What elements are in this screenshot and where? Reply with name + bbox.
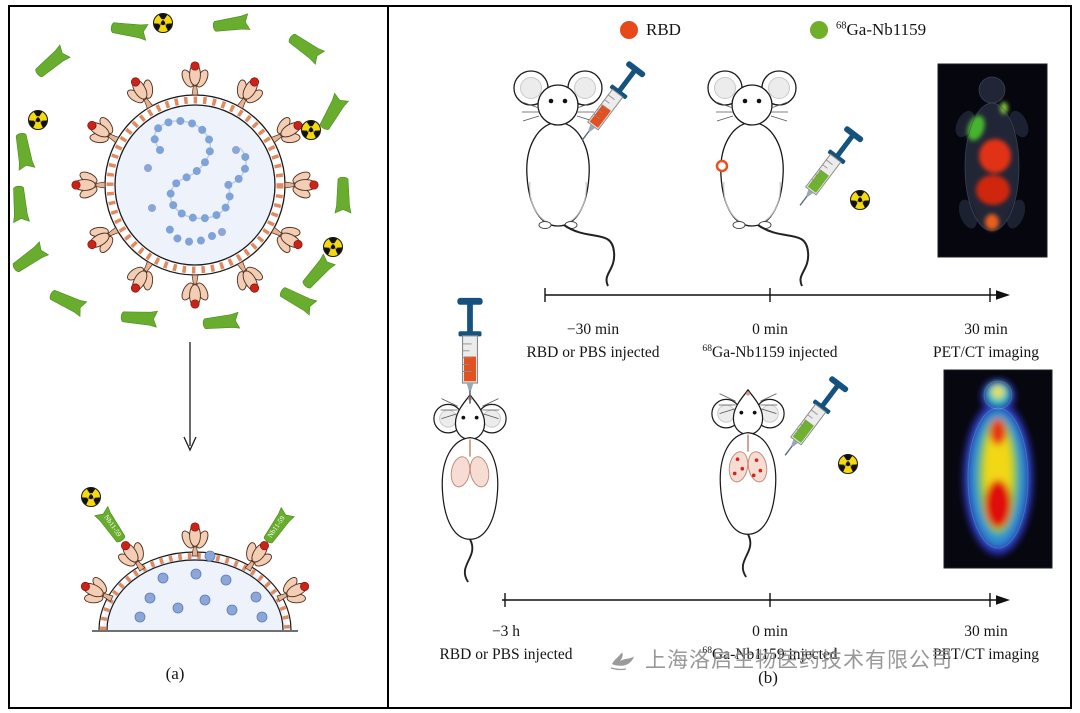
legend-rbd: RBD: [620, 20, 681, 40]
down-arrow: [183, 342, 197, 452]
legend-tracer-label: 68Ga-Nb1159: [836, 20, 927, 39]
timeline-time: −30 min: [566, 321, 620, 338]
timeline-event: RBD or PBS injected: [526, 344, 660, 362]
panel-a-label: (a): [165, 664, 185, 683]
rbd-dot-icon: [620, 21, 638, 39]
mouse-4: [710, 388, 786, 578]
tracer-dot-icon: [810, 21, 828, 39]
panel-divider: [387, 5, 389, 709]
timeline-top-point-1: 0 min 68Ga-Nb1159 injected: [665, 318, 875, 365]
legend-tracer: 68Ga-Nb1159: [810, 20, 926, 40]
timeline-bottom-point-1: 0 min 68Ga-Nb1159 injected: [665, 620, 875, 667]
timeline-time: 30 min: [964, 623, 1008, 640]
timeline-time: 30 min: [964, 321, 1008, 338]
timeline-event: PET/CT imaging: [932, 344, 1040, 362]
figure-border: [8, 5, 1072, 709]
viral-rna: [144, 116, 250, 246]
timeline-event: 68Ga-Nb1159 injected: [702, 343, 838, 362]
virus-particle: [71, 61, 319, 309]
timeline-event: 68Ga-Nb1159 injected: [702, 645, 838, 664]
timeline-bottom-point-2: 30 min PET/CT imaging: [881, 620, 1080, 667]
pet-ct-image-top: [937, 63, 1048, 258]
rna-dots: [134, 550, 268, 623]
timeline-event: PET/CT imaging: [932, 646, 1040, 664]
watermark: 上海洛启生物医药技术有限公司: [608, 644, 953, 674]
membrane-studs: [106, 96, 284, 274]
timeline-bottom-point-0: −3 h RBD or PBS injected: [401, 620, 611, 667]
timeline-event: RBD or PBS injected: [439, 646, 573, 664]
timeline-top-point-0: −30 min RBD or PBS injected: [488, 318, 698, 365]
rbd-injection-site: [715, 159, 729, 173]
arrowhead: [996, 290, 1010, 300]
timeline-top-point-2: 30 min PET/CT imaging: [881, 318, 1080, 365]
rbd-bound-dots: [732, 457, 763, 478]
pet-image-bottom: [943, 369, 1053, 569]
panel-b-label: (b): [758, 668, 778, 687]
timeline-time: 0 min: [752, 623, 788, 640]
legend-rbd-label: RBD: [646, 20, 681, 39]
timeline-bottom-axis: [502, 593, 1010, 607]
arrowhead: [996, 595, 1010, 605]
timeline-time: −3 h: [491, 623, 521, 640]
timeline-top-axis: [544, 288, 1010, 302]
bird-logo-icon: [610, 651, 634, 671]
timeline-time: 0 min: [752, 321, 788, 338]
watermark-text: 上海洛启生物医药技术有限公司: [645, 648, 953, 672]
